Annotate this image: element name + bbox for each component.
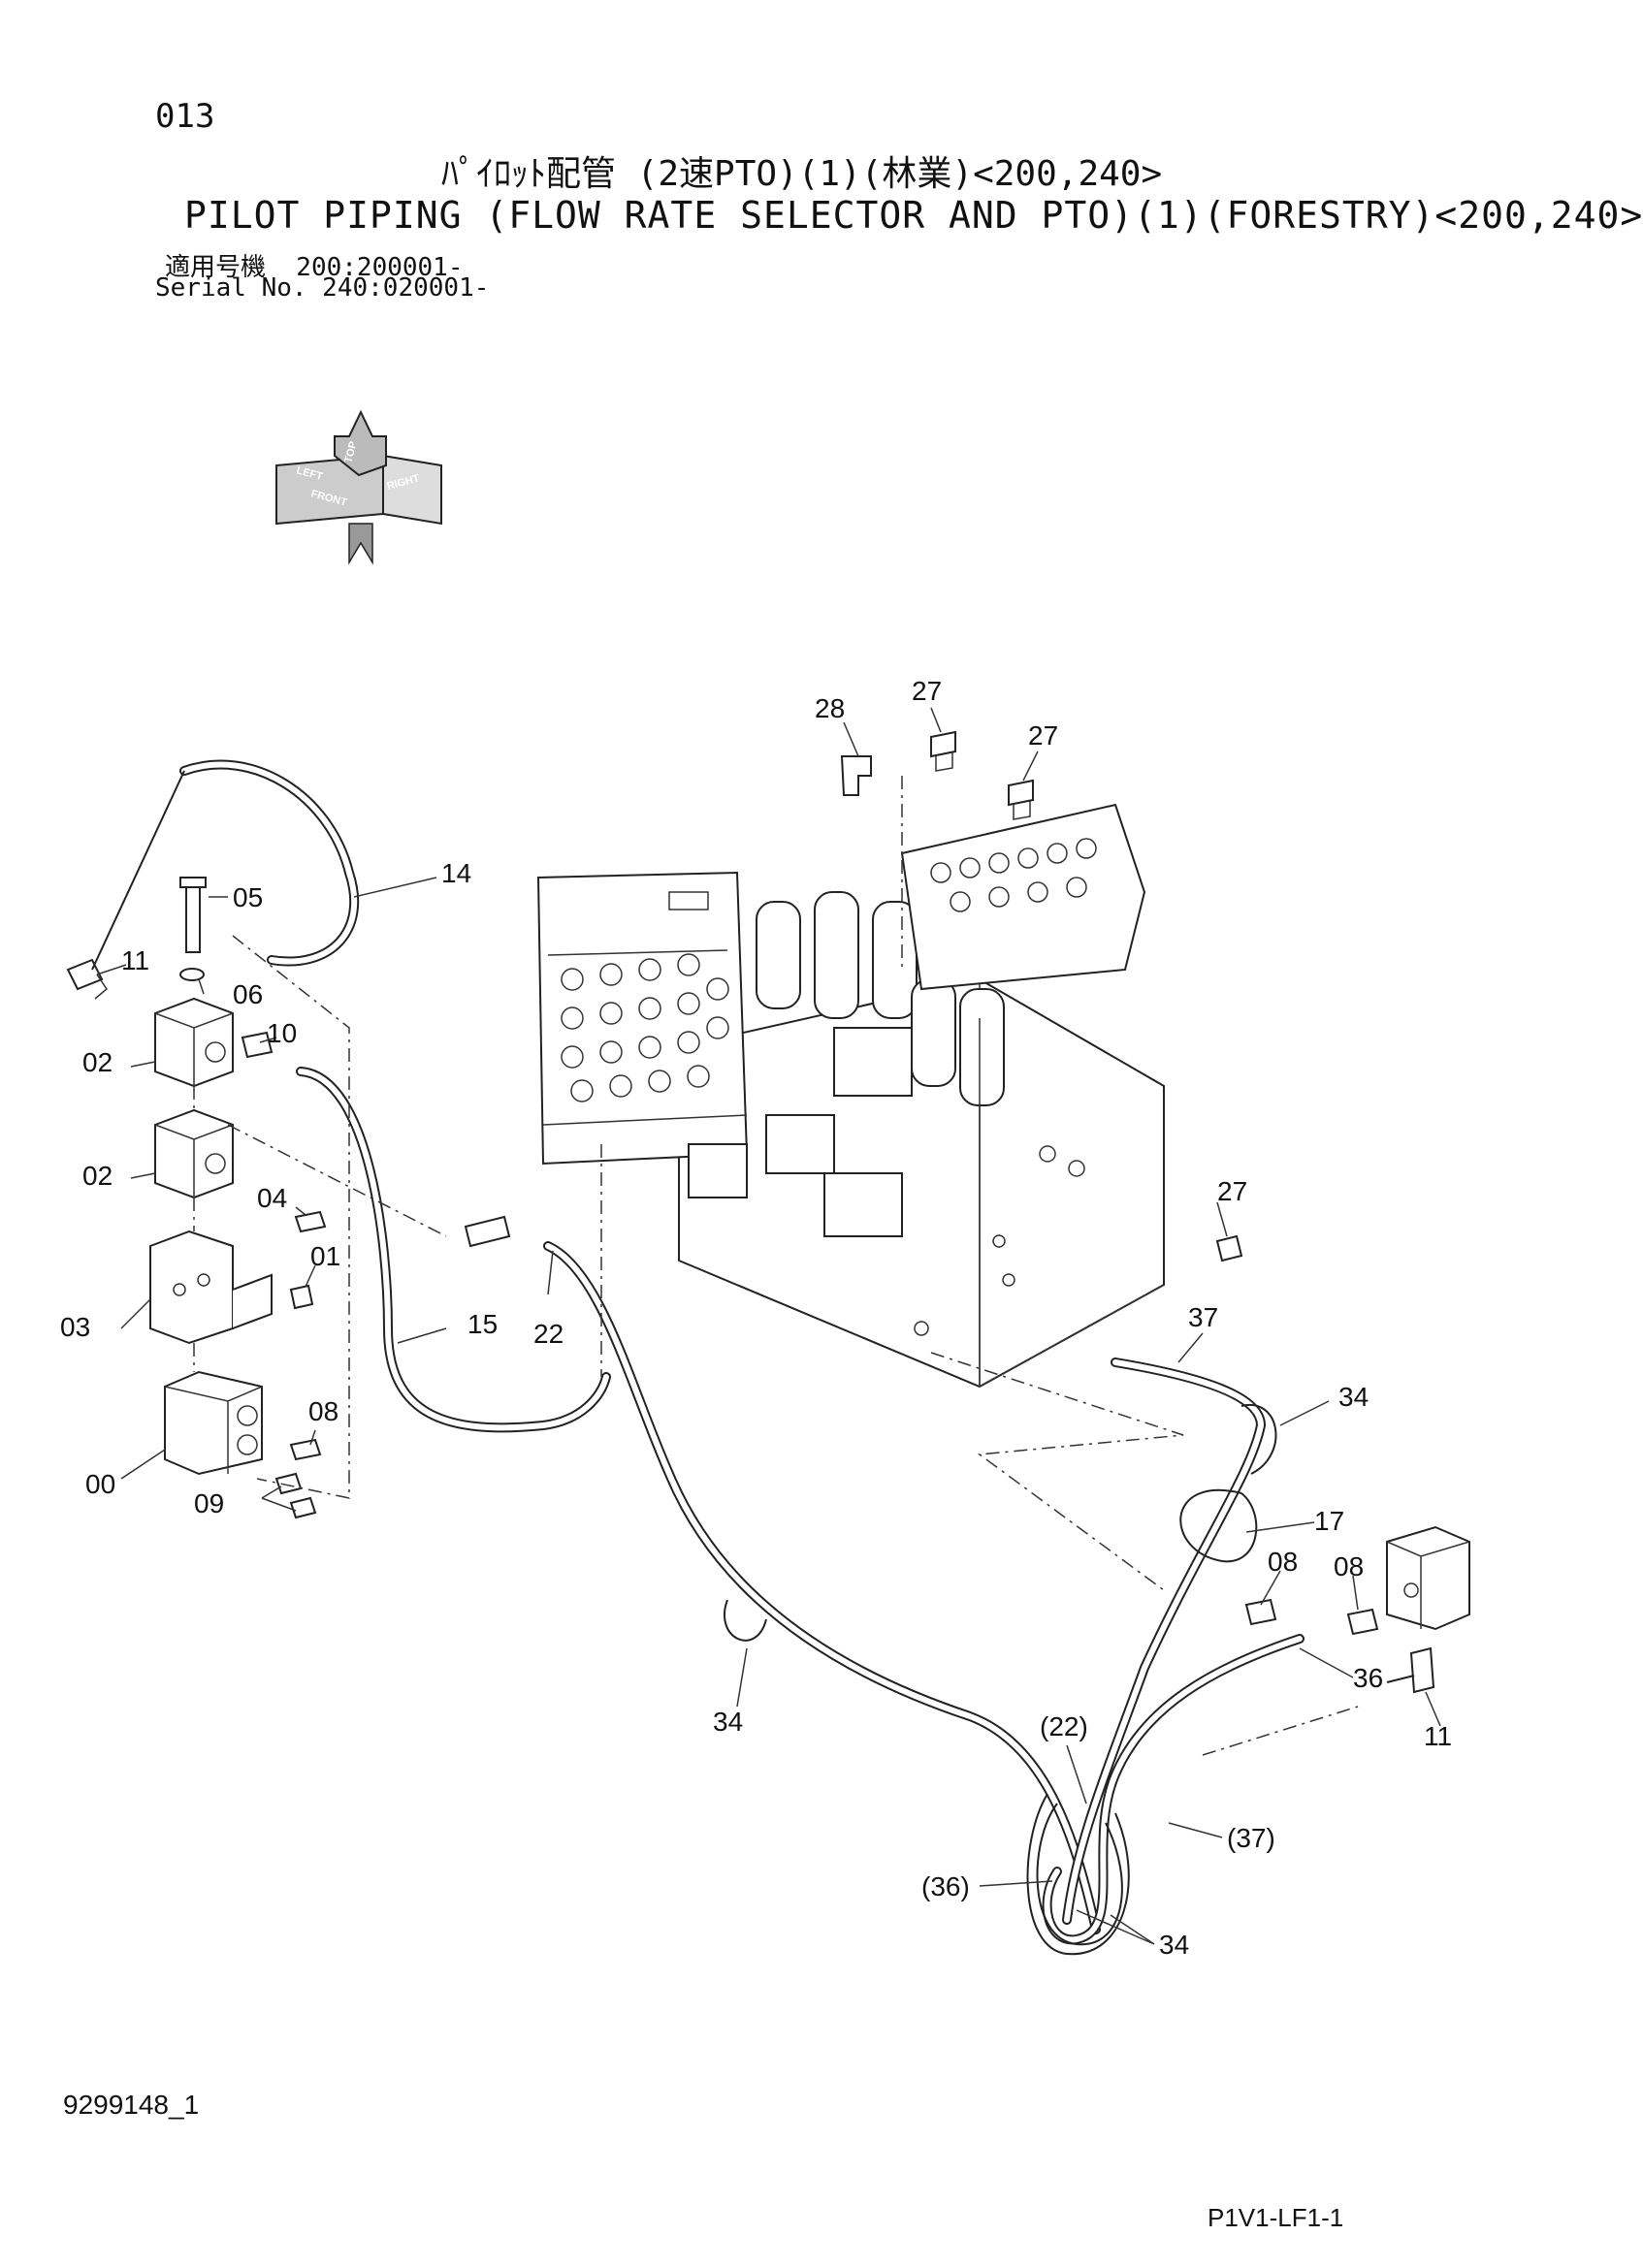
solenoid-valve-02-bottom [154, 1108, 234, 1199]
callout-06: 06 [233, 979, 263, 1009]
document-id: 9299148_1 [63, 2090, 200, 2120]
callout-22: 22 [533, 1319, 564, 1349]
page-number: 013 [155, 97, 215, 136]
callout-02-top: 02 [82, 1047, 113, 1077]
callout-37-ref: (37) [1227, 1823, 1275, 1853]
callout-14: 14 [441, 858, 471, 888]
callout-08-left: 08 [308, 1396, 338, 1426]
callout-27-c: 27 [1217, 1176, 1247, 1206]
valve-block-right [1386, 1525, 1470, 1631]
callout-02-bottom: 02 [82, 1161, 113, 1191]
serial-number-english: Serial No. 240:020001- [155, 273, 490, 303]
callout-08-right-b: 08 [1334, 1551, 1364, 1581]
callout-36: 36 [1353, 1663, 1383, 1693]
callout-09: 09 [194, 1488, 224, 1518]
clamp-34 [724, 1599, 767, 1642]
bolt-04 [294, 1210, 327, 1233]
callout-27-b: 27 [1028, 720, 1058, 751]
bolt-05 [179, 877, 207, 953]
callout-11-left: 11 [121, 945, 149, 975]
plug-27-a [930, 730, 956, 772]
hose-14 [91, 759, 360, 971]
washer-06 [179, 968, 205, 981]
valve-block-00 [164, 1370, 263, 1476]
parts-diagram: FRONT RIGHT TOP LEFT [60, 409, 1470, 1960]
hose-36 [1042, 1634, 1305, 1945]
callout-34-c: 34 [1159, 1930, 1189, 1960]
elbow-11-right [1386, 1646, 1435, 1694]
callout-04: 04 [257, 1183, 287, 1213]
solenoid-valve-02-top [154, 997, 234, 1088]
hose-22 [543, 1241, 1101, 1934]
callout-34-b: 34 [713, 1707, 743, 1737]
callout-10: 10 [267, 1018, 297, 1048]
callout-36-ref: (36) [921, 1871, 970, 1901]
elbow-28 [840, 755, 872, 796]
sheet-code: P1V1-LF1-1 [1208, 2203, 1344, 2232]
hose-bundle-loop [1026, 1793, 1130, 1956]
serial-applicable-japanese: 適用号機 200:200001- [165, 253, 464, 282]
hose-37 [1062, 1358, 1267, 1925]
callout-15: 15 [467, 1309, 498, 1339]
callout-05: 05 [233, 882, 263, 912]
bracket-03 [149, 1230, 273, 1345]
elbow-11-left [66, 958, 108, 1000]
fitting-10 [241, 1031, 274, 1059]
bolt-01 [289, 1284, 314, 1310]
callout-17: 17 [1314, 1506, 1344, 1536]
callout-34-a: 34 [1338, 1382, 1369, 1412]
hose-17 [1179, 1403, 1277, 1563]
fitting-08-left [289, 1438, 322, 1461]
fittings-09 [274, 1472, 317, 1519]
fitting-22-tee [464, 1215, 511, 1248]
hose-15 [296, 1067, 611, 1433]
callout-01: 01 [310, 1241, 340, 1271]
plug-27-c [1215, 1234, 1243, 1262]
title-english: PILOT PIPING (FLOW RATE SELECTOR AND PTO… [184, 194, 1643, 237]
callout-03: 03 [60, 1312, 90, 1342]
orientation-top: TOP [342, 440, 359, 464]
leader-lines [96, 707, 1441, 1945]
fitting-08-right-b [1346, 1608, 1379, 1636]
callout-00: 00 [85, 1469, 115, 1499]
callout-22-ref: (22) [1040, 1711, 1088, 1741]
callout-37: 37 [1188, 1302, 1218, 1332]
orientation-indicator: FRONT RIGHT TOP LEFT [275, 409, 442, 565]
callout-27-a: 27 [912, 676, 942, 706]
plug-27-b [1008, 779, 1034, 820]
callout-28: 28 [815, 693, 845, 723]
callout-11-right: 11 [1424, 1721, 1452, 1751]
title-japanese: ﾊﾟｲﾛｯﾄ配管 (2速PTO)(1)(林業)<200,240> [441, 154, 1163, 194]
callout-08-right-a: 08 [1268, 1547, 1298, 1577]
control-valve-assembly [536, 803, 1165, 1389]
assembly-lines [193, 776, 1359, 1756]
